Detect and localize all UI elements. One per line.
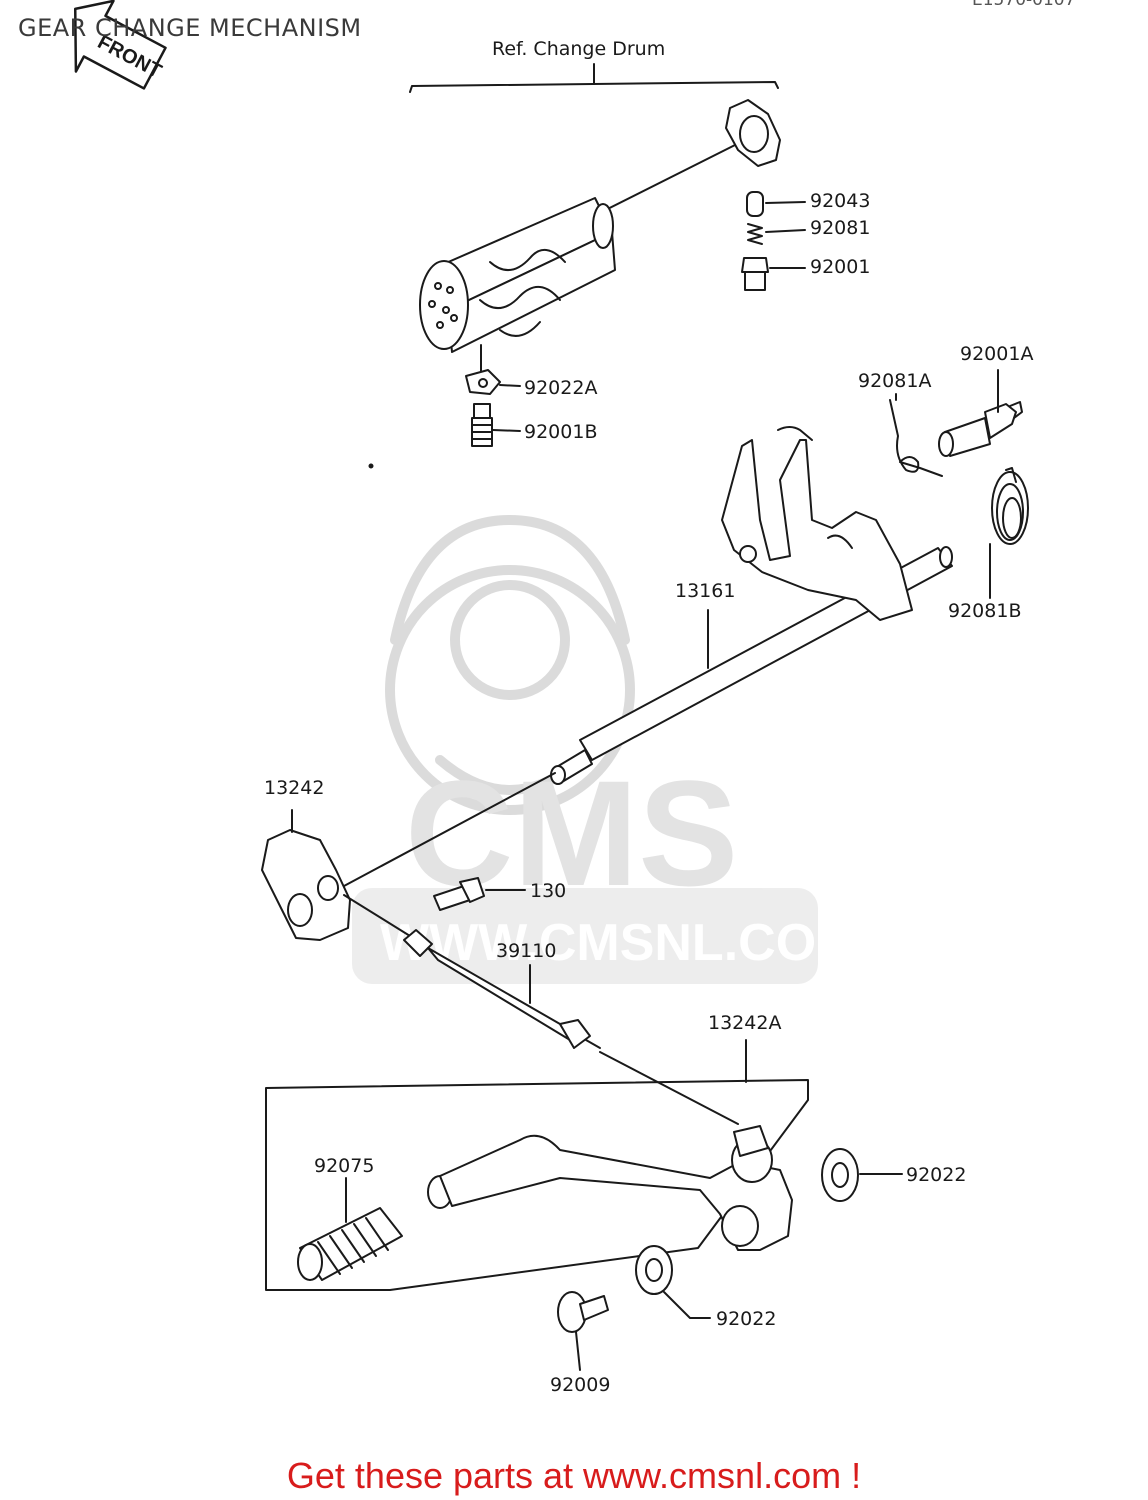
bolt-130 — [433, 877, 485, 911]
bolt-92001B — [471, 403, 493, 447]
cms-watermark: CMS WWW.CMSNL.COM — [352, 515, 859, 984]
part-label-13242: 13242 — [264, 777, 325, 799]
spring-92081A — [889, 399, 943, 477]
part-label-92081B: 92081B — [948, 600, 1022, 622]
part-label-92001A: 92001A — [960, 343, 1034, 365]
part-label-13161: 13161 — [675, 580, 736, 602]
part-label-92022A: 92022A — [524, 377, 598, 399]
watermark-url: WWW.CMSNL.COM — [380, 914, 859, 972]
washer-92022-lower — [635, 1245, 673, 1295]
pedal-assembly-frame — [265, 1079, 809, 1291]
linkage-line-lower — [343, 894, 411, 937]
linkage-line-pedal — [599, 1051, 739, 1125]
shift-pedal-13242A — [427, 1125, 793, 1251]
spring-92081 — [747, 223, 763, 245]
plug-92001 — [741, 257, 769, 291]
linkage-line-upper — [343, 772, 556, 887]
part-label-92001: 92001 — [810, 256, 871, 278]
washer-92022-upper — [821, 1148, 859, 1202]
part-label-92075: 92075 — [314, 1155, 375, 1177]
coil-spring-92081B — [991, 467, 1029, 545]
part-label-39110: 39110 — [496, 940, 557, 962]
part-label-92022-upper: 92022 — [906, 1164, 967, 1186]
bolt-92009 — [557, 1291, 609, 1333]
pin-92043 — [746, 191, 764, 217]
change-drum-reference-label: Ref. Change Drum — [492, 38, 666, 60]
part-label-92009: 92009 — [550, 1374, 611, 1396]
shift-shaft-13161 — [550, 426, 953, 785]
part-label-92043: 92043 — [810, 190, 871, 212]
star-cam-plate — [725, 99, 781, 167]
part-label-92081A: 92081A — [858, 370, 932, 392]
stud-92001A — [938, 401, 1023, 457]
tie-rod-39110 — [403, 929, 601, 1049]
part-label-92001B: 92001B — [524, 421, 598, 443]
part-label-92022-lower: 92022 — [716, 1308, 777, 1330]
shift-lever-13242 — [261, 829, 351, 941]
change-drum — [419, 197, 616, 353]
detent-plate-92022A — [465, 369, 501, 395]
buy-parts-link[interactable]: Get these parts at www.cmsnl.com ! — [286, 1455, 862, 1496]
pedal-rubber-92075 — [297, 1207, 403, 1281]
part-label-13242A: 13242A — [708, 1012, 782, 1034]
diagram-code: E1570-0107 — [972, 0, 1076, 10]
part-label-130: 130 — [530, 880, 567, 902]
page-title: GEAR CHANGE MECHANISM — [18, 14, 362, 42]
part-label-92081: 92081 — [810, 217, 871, 239]
